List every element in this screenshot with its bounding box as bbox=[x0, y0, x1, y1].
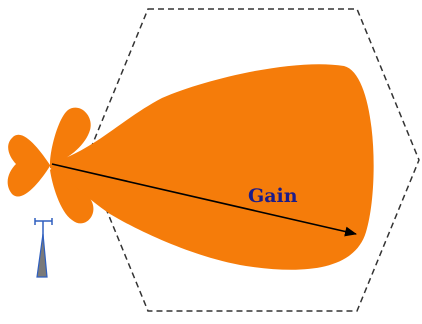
back-lobe bbox=[7, 134, 50, 197]
gain-arrow-icon bbox=[51, 163, 357, 237]
gain-label: Gain bbox=[248, 185, 298, 207]
lower-side-lobe bbox=[50, 168, 94, 224]
upper-side-lobe bbox=[50, 107, 91, 164]
antenna-tower-icon bbox=[34, 218, 53, 278]
hexagon-cell-icon bbox=[85, 8, 420, 312]
radiation-pattern bbox=[7, 64, 374, 270]
main-lobe bbox=[50, 64, 374, 270]
